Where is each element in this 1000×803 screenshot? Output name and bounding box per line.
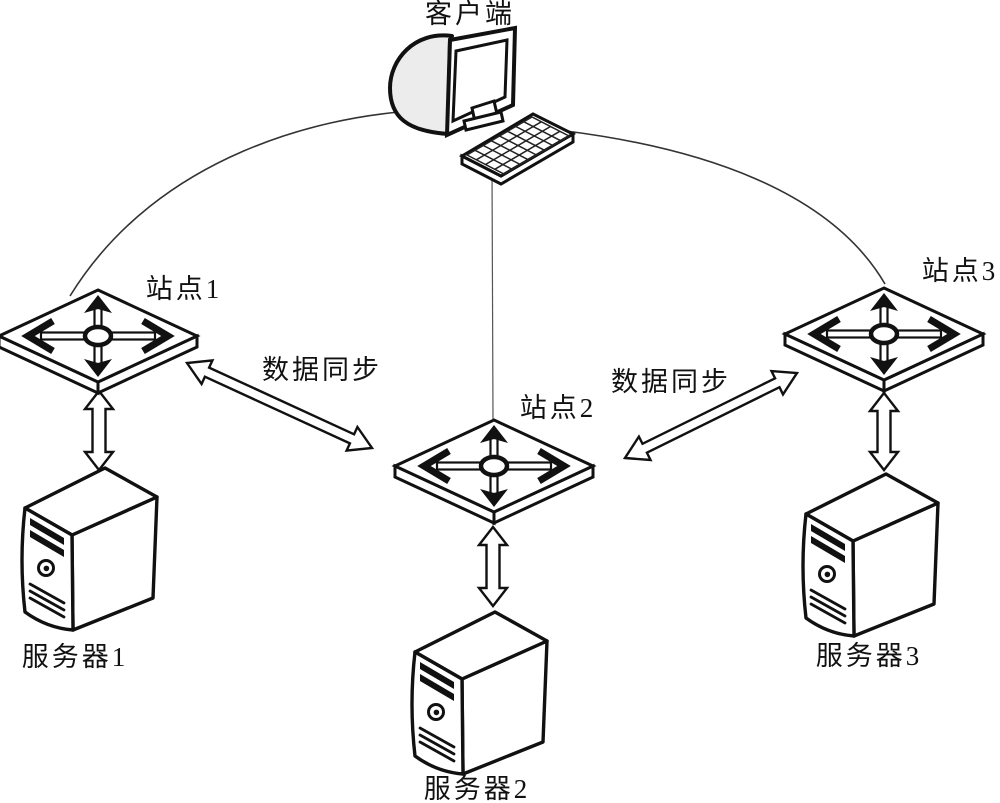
server1-icon xyxy=(20,466,159,632)
client-to-site3-curve xyxy=(565,130,886,285)
site1-label: 站点1 xyxy=(146,274,223,304)
site2-label: 站点2 xyxy=(520,393,597,423)
data-sync-arrow-left xyxy=(184,358,375,453)
site1-switch-icon xyxy=(0,290,197,393)
site3-switch-icon xyxy=(785,288,983,391)
monitor-base xyxy=(462,110,505,132)
server2-icon xyxy=(410,610,549,776)
client-to-site1-curve xyxy=(69,111,401,297)
site1-server1-arrow xyxy=(82,389,116,472)
keyboard-icon xyxy=(458,112,577,186)
server2-label: 服务器2 xyxy=(424,774,531,803)
data-sync-arrow-right xyxy=(622,369,800,462)
client-label: 客户端 xyxy=(425,0,515,29)
data-sync-right-label: 数据同步 xyxy=(611,367,731,397)
data-sync-left-label: 数据同步 xyxy=(262,355,382,385)
server1-label: 服务器1 xyxy=(22,642,129,672)
crt-housing xyxy=(388,33,454,136)
server3-label: 服务器3 xyxy=(816,641,923,671)
client-to-site2-line xyxy=(491,167,494,420)
site2-switch-icon xyxy=(395,420,593,523)
site2-server2-arrow xyxy=(476,525,510,608)
server3-icon xyxy=(801,472,940,638)
client-computer-icon xyxy=(388,25,577,186)
keyboard-keys xyxy=(465,116,571,175)
site3-server3-arrow xyxy=(867,391,901,472)
site3-label: 站点3 xyxy=(922,256,999,286)
